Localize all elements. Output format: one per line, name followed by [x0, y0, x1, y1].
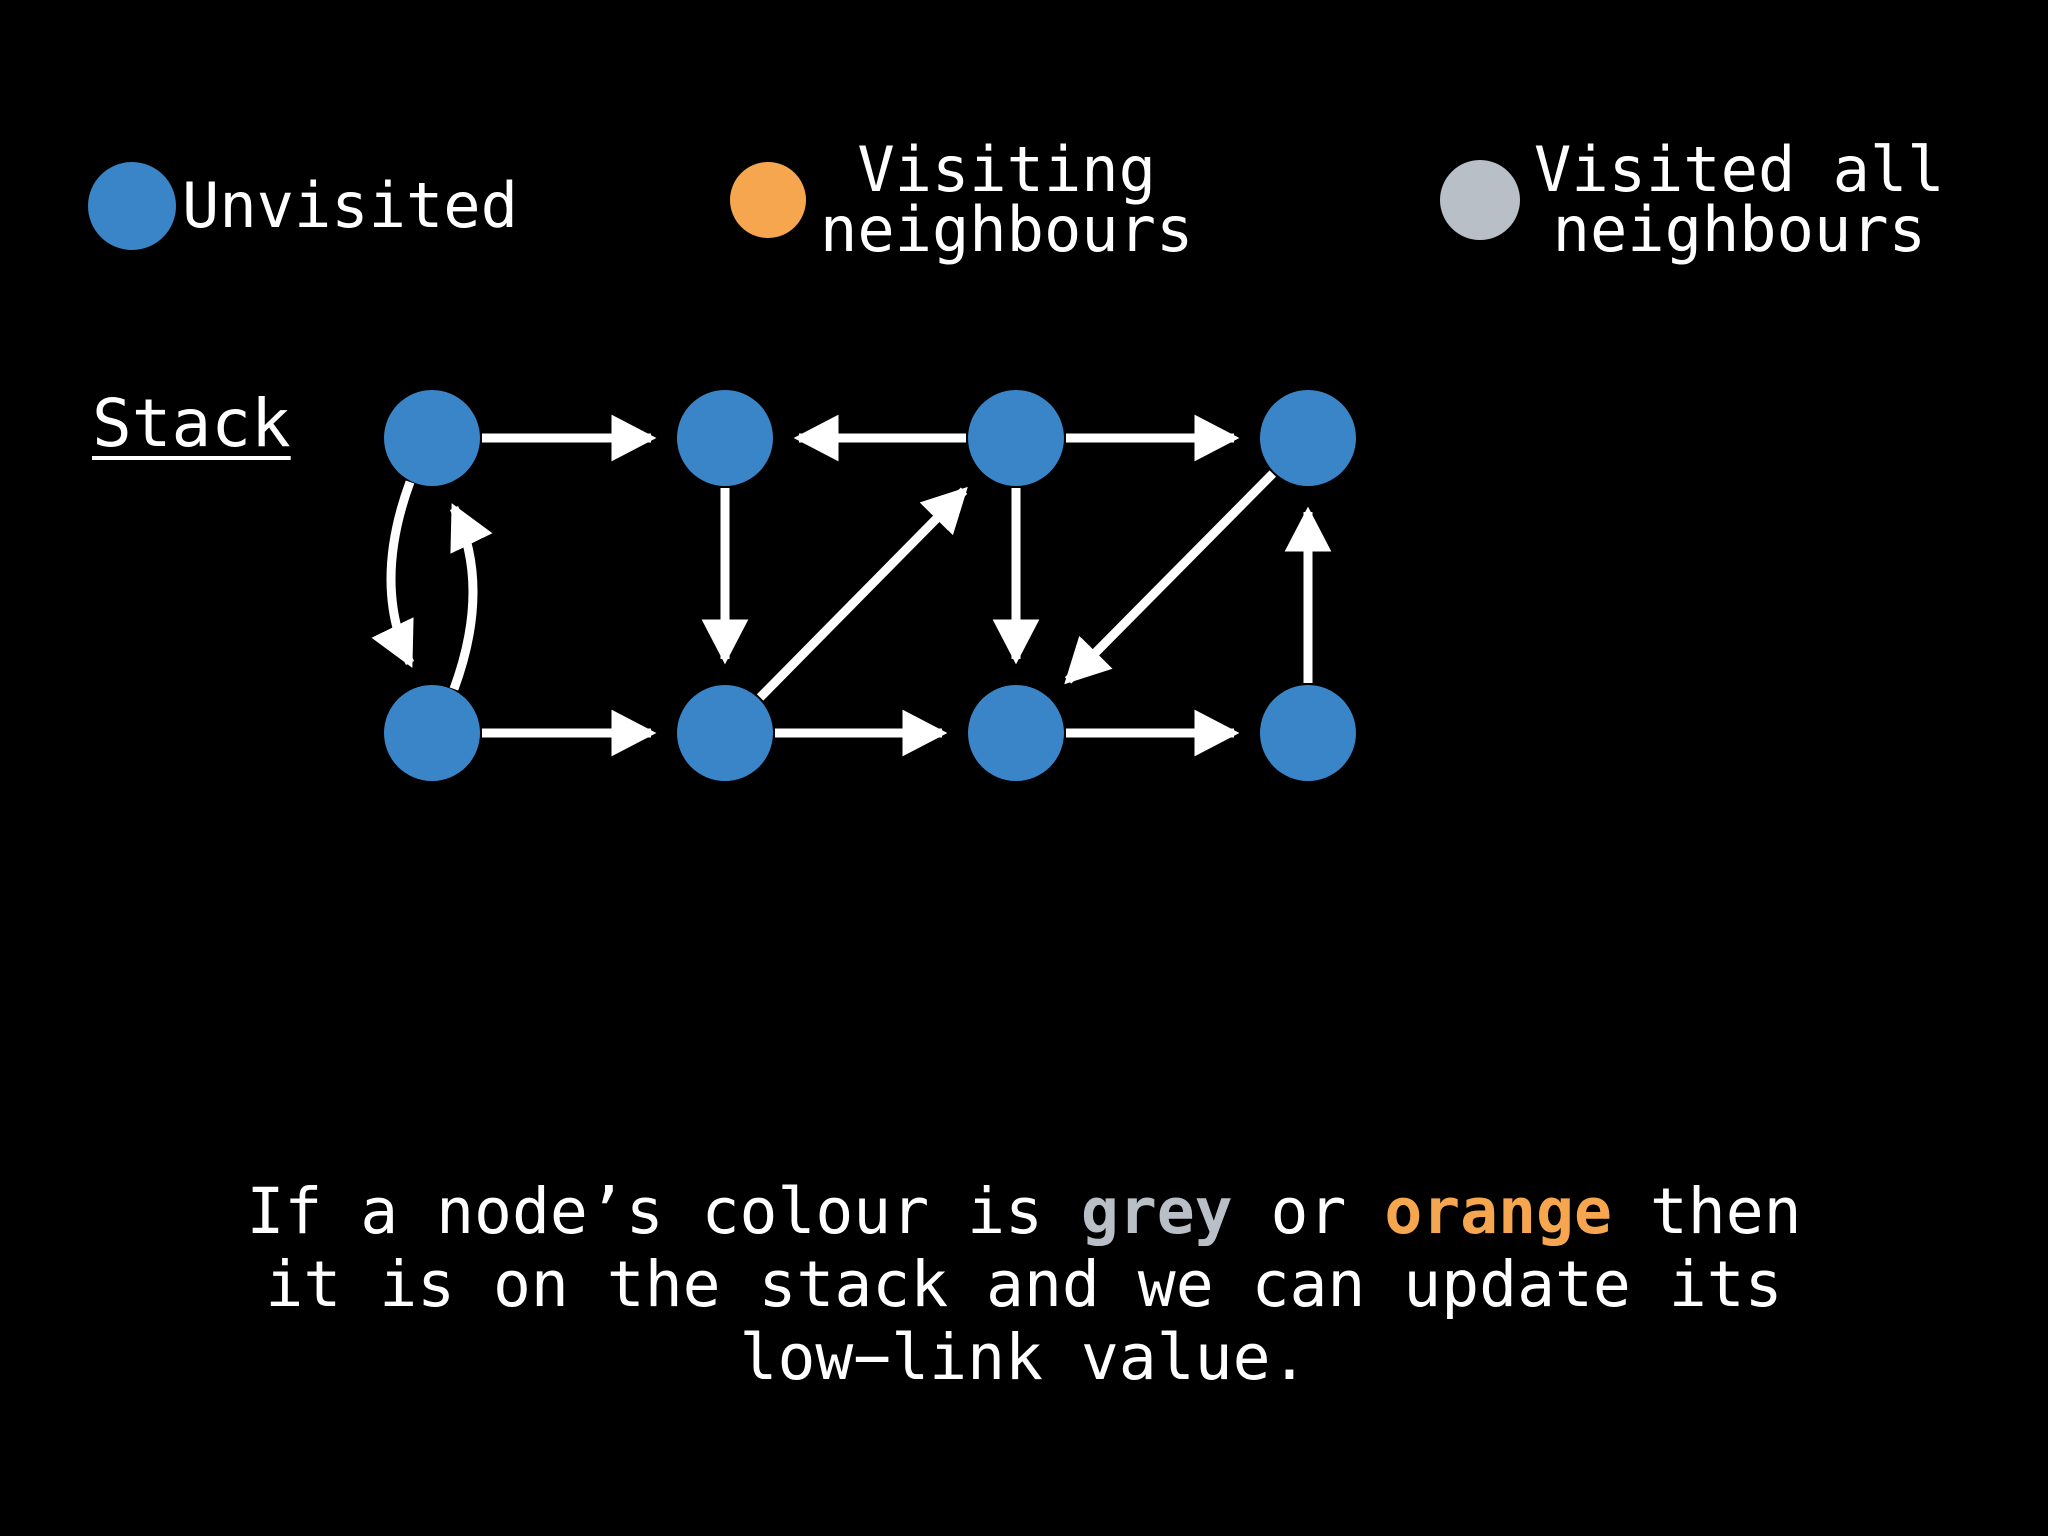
graph-node-F[interactable]	[677, 685, 773, 781]
caption-line-2: it is on the stack and we can update its	[265, 1248, 1783, 1322]
caption-seg-a: If a node’s colour is	[246, 1175, 1081, 1248]
legend-label-visited-all: Visited all neighbours	[1534, 133, 1945, 267]
legend-item-visiting: Visiting neighbours	[730, 133, 1194, 267]
blue-circle-icon	[88, 162, 176, 250]
graph-edge-D-G	[1064, 470, 1277, 685]
legend: Unvisited Visiting neighbours Visited al…	[0, 58, 2048, 261]
legend-item-visited-all: Visited all neighbours	[1440, 133, 1945, 267]
graph-node-C[interactable]	[968, 390, 1064, 486]
caption-line-1: If a node’s colour is grey or orange the…	[0, 1175, 2048, 1248]
caption-seg-b: or	[1232, 1175, 1385, 1248]
graph-node-A[interactable]	[384, 390, 480, 486]
graph-nodes	[384, 390, 1356, 781]
graph-edge-F-C	[756, 486, 968, 701]
caption-word-orange: orange	[1384, 1175, 1612, 1248]
graph-edge-A-E	[371, 480, 415, 668]
stack-heading: Stack	[92, 385, 291, 462]
grey-circle-icon	[1440, 160, 1520, 241]
legend-label-unvisited: Unvisited	[182, 168, 518, 242]
graph-node-B[interactable]	[677, 390, 773, 486]
caption-word-grey: grey	[1080, 1175, 1233, 1248]
graph-node-E[interactable]	[384, 685, 480, 781]
caption-seg-c: then	[1611, 1175, 1802, 1248]
caption-text: If a node’s colour is grey or orange the…	[0, 1175, 2048, 1394]
orange-circle-icon	[730, 162, 806, 239]
graph-node-H[interactable]	[1260, 685, 1356, 781]
graph-node-D[interactable]	[1260, 390, 1356, 486]
legend-item-unvisited: Unvisited	[88, 162, 518, 250]
graph-edge-E-A	[449, 503, 493, 691]
legend-label-visiting: Visiting neighbours	[820, 133, 1194, 267]
caption-line-3: low−link value.	[739, 1321, 1309, 1395]
graph-edges	[371, 414, 1332, 757]
graph-node-G[interactable]	[968, 685, 1064, 781]
